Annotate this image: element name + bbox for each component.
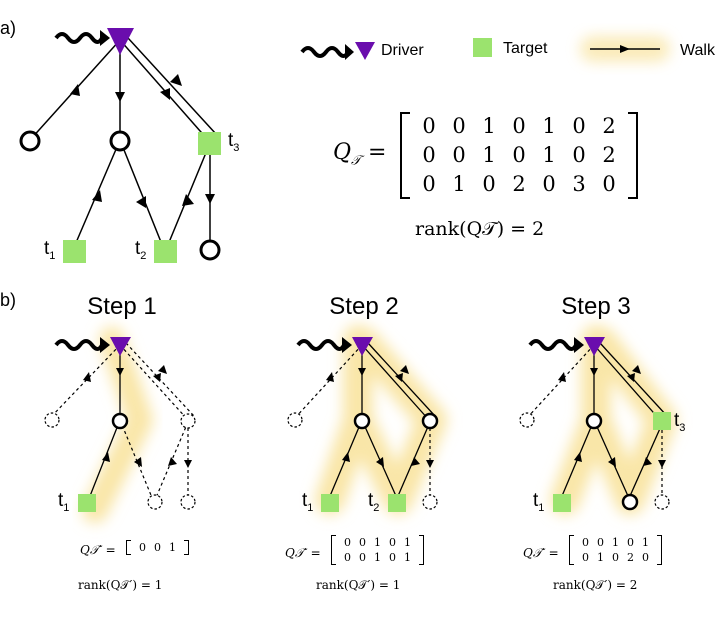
step2-matrix-cell: 0 — [359, 551, 366, 564]
step2-title: Step 2 — [329, 293, 399, 320]
step1-matrix-lhs: Q𝒯′ = — [80, 543, 116, 557]
step3-matrix-lhs: Q𝒯′ = — [523, 546, 559, 560]
step2-matrix-cell: 0 — [389, 551, 396, 564]
step3-target-t1: t1 — [533, 490, 545, 514]
rank-equation: rank(Q𝒯) = 2 — [415, 218, 545, 240]
legend-driver-squiggle — [300, 46, 350, 58]
step2-matrix-cell: 1 — [404, 551, 411, 564]
matrix-q-cell: 0 — [572, 114, 586, 138]
step3-matrix-cell: 1 — [597, 551, 604, 564]
step1-matrix-cell: 0 — [139, 541, 146, 554]
step3-matrix-cell: 0 — [582, 536, 589, 549]
legend-target-icon — [473, 38, 492, 57]
step2-matrix-cell: 1 — [374, 551, 381, 564]
target-label-t2: t2 — [135, 238, 147, 262]
step3-matrix-cell: 0 — [642, 551, 649, 564]
step3-matrix-cell: 2 — [627, 551, 634, 564]
driver-node-a — [107, 28, 134, 55]
target-label-t1: t1 — [44, 238, 56, 262]
step3-title: Step 3 — [561, 293, 631, 320]
step3-matrix-cell: 1 — [612, 536, 619, 549]
step1-graph — [44, 327, 196, 523]
step2-matrix-cell: 0 — [389, 536, 396, 549]
legend — [300, 36, 670, 62]
step1-rank: rank(Q𝒯′) = 1 — [78, 578, 163, 592]
step2-target-t1: t1 — [302, 490, 314, 514]
matrix-q-cell: 0 — [602, 172, 616, 196]
matrix-q-cell: 2 — [512, 172, 526, 196]
step3-target-t3: t3 — [674, 410, 686, 434]
panel-a-label: a) — [0, 18, 17, 38]
panel-a-graph — [19, 28, 221, 263]
step2-matrix-cell: 1 — [374, 536, 381, 549]
step2-matrix-cell: 0 — [359, 536, 366, 549]
matrix-q-cell: 0 — [512, 143, 526, 167]
step3-matrix-cell: 0 — [597, 536, 604, 549]
step2-matrix-cell: 0 — [344, 551, 351, 564]
step2-matrix-lhs: Q𝒯′ = — [285, 546, 321, 560]
step2-graph — [287, 325, 447, 515]
step2-matrix-cell: 0 — [344, 536, 351, 549]
legend-driver-label: Driver — [381, 42, 424, 59]
step1-matrix-cell: 1 — [169, 541, 176, 554]
step3-matrix-cell: 0 — [582, 551, 589, 564]
legend-target-label: Target — [503, 40, 548, 57]
matrix-q-cell: 2 — [602, 114, 616, 138]
matrix-q-cell: 0 — [452, 143, 466, 167]
matrix-q-cell: 1 — [482, 143, 496, 167]
matrix-q-cell: 1 — [542, 143, 556, 167]
step2-matrix-cell: 1 — [404, 536, 411, 549]
matrix-q-cell: 0 — [422, 114, 436, 138]
step3-matrix-cell: 0 — [612, 551, 619, 564]
matrix-q-cell: 2 — [602, 143, 616, 167]
matrix-q-cell: 0 — [422, 172, 436, 196]
matrix-q-cell: 1 — [482, 114, 496, 138]
step1-matrix-cell: 0 — [154, 541, 161, 554]
panel-b-label: b) — [0, 290, 17, 310]
step2-rank: rank(Q𝒯′) = 1 — [316, 578, 401, 592]
matrix-q-cell: 1 — [452, 172, 466, 196]
matrix-q-cell: 0 — [482, 172, 496, 196]
matrix-q-cell: 1 — [542, 114, 556, 138]
target-label-t3: t3 — [228, 130, 240, 154]
step1-target-t1: t1 — [58, 490, 70, 514]
legend-walk-label: Walk — [680, 42, 715, 59]
matrix-q-cell: 3 — [572, 172, 586, 196]
step2-target-t2: t2 — [368, 490, 380, 514]
step3-graph — [519, 325, 677, 515]
step3-rank: rank(Q𝒯′) = 2 — [553, 578, 638, 592]
step3-matrix-cell: 0 — [627, 536, 634, 549]
step1-title: Step 1 — [87, 293, 157, 320]
driver-input-squiggle — [54, 32, 104, 44]
step3-matrix-cell: 1 — [642, 536, 649, 549]
matrix-q-cell: 0 — [572, 143, 586, 167]
matrix-q-cell: 0 — [512, 114, 526, 138]
matrix-lhs: Q𝒯 = — [333, 140, 387, 169]
matrix-q-cell: 0 — [422, 143, 436, 167]
legend-driver-icon — [355, 42, 375, 60]
matrix-q-cell: 0 — [542, 172, 556, 196]
matrix-q-cell: 0 — [452, 114, 466, 138]
